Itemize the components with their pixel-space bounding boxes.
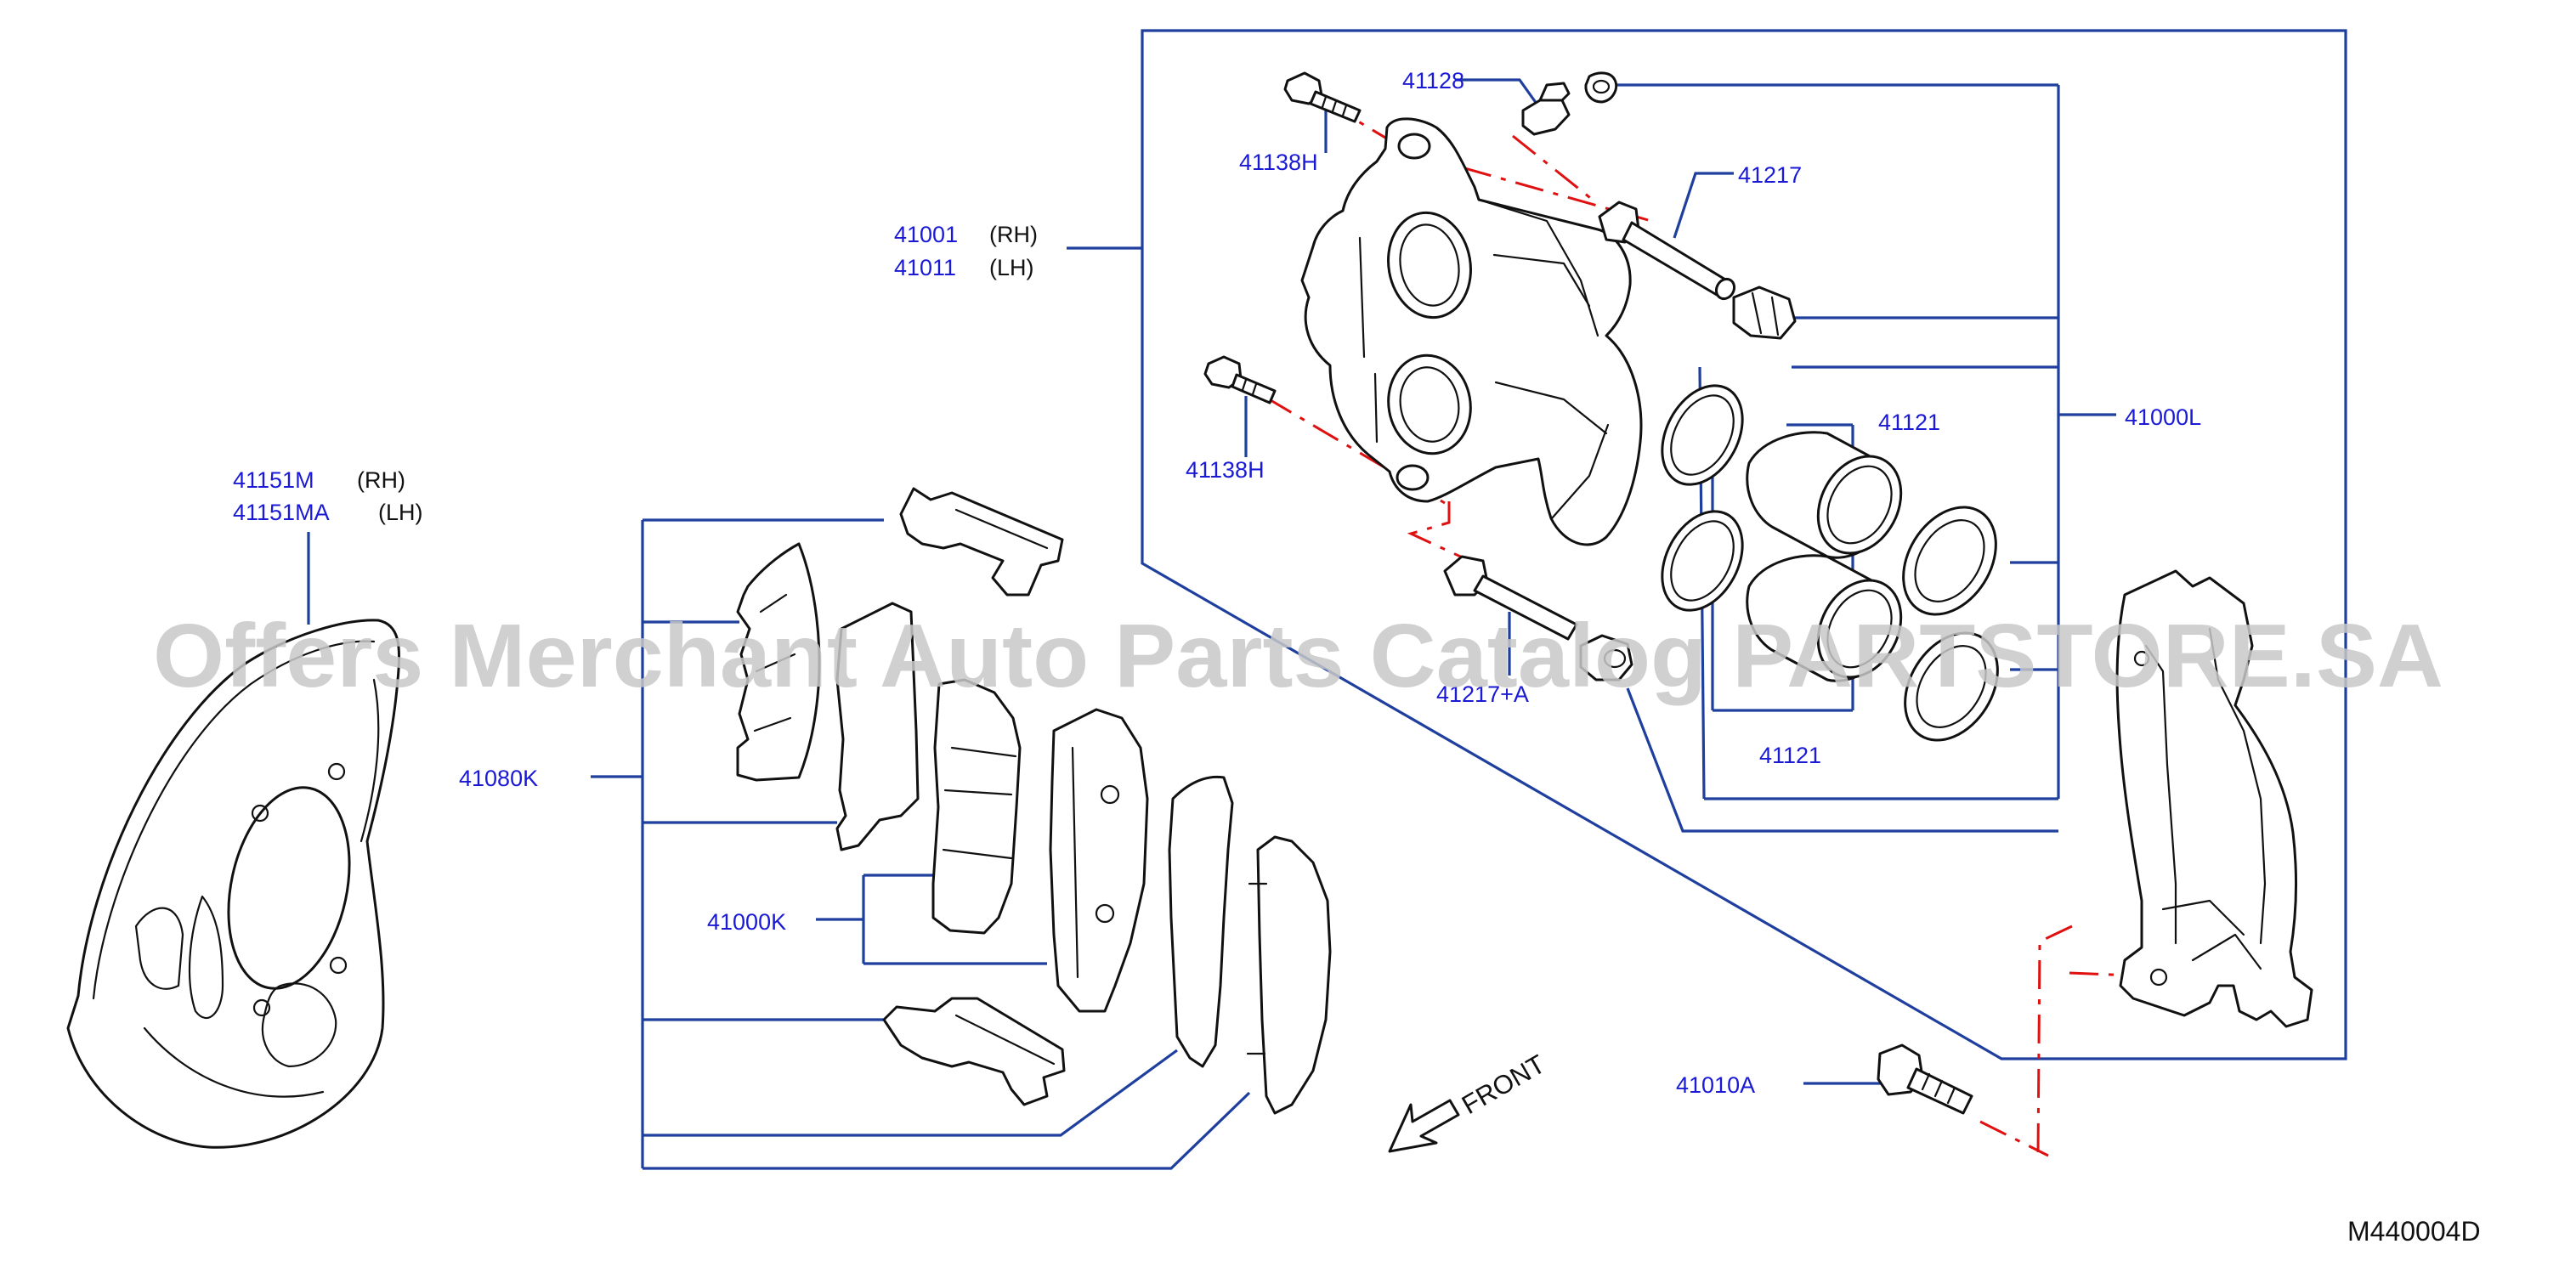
callout-41217a: 41217+A (1436, 681, 1529, 707)
callout-41128: 41128 (1402, 68, 1464, 93)
front-direction-indicator: FRONT (1388, 1049, 1550, 1153)
caliper-bracket (2115, 569, 2313, 1028)
callout-41010a: 41010A (1676, 1072, 1755, 1098)
callout-41138h-bottom: 41138H (1186, 457, 1265, 483)
callout-41217: 41217 (1738, 162, 1802, 188)
callout-41000k: 41000K (707, 909, 786, 935)
caliper-body (1300, 117, 1643, 546)
callout-41138h-top: 41138H (1239, 150, 1318, 175)
small-parts (1203, 71, 1999, 1115)
callout-41121-bottom: 41121 (1759, 743, 1821, 768)
front-label: FRONT (1457, 1049, 1550, 1120)
dust-shield (66, 619, 401, 1149)
front-arrow-icon (1388, 1099, 1460, 1153)
callout-41121-top: 41121 (1878, 410, 1940, 435)
watermark: Offers Merchant Auto Parts Catalog PARTS… (153, 606, 2443, 706)
callout-41011-side: (LH) (989, 255, 1034, 280)
callout-41080k: 41080K (459, 766, 538, 791)
part-callouts: 41128 41138H 41217 41001 (RH) 41011 (LH)… (233, 68, 2201, 1098)
callout-41151m: 41151M (233, 467, 314, 493)
callout-41001: 41001 (894, 222, 958, 247)
pad-hardware (736, 487, 1332, 1115)
callout-41001-side: (RH) (989, 222, 1038, 247)
callout-41011: 41011 (894, 255, 956, 280)
callout-41151m-side: (RH) (357, 467, 405, 493)
callout-41151ma: 41151MA (233, 500, 330, 525)
callout-41151ma-side: (LH) (378, 500, 423, 525)
diagram-reference-code: M440004D (2347, 1216, 2481, 1247)
callout-41000l: 41000L (2125, 404, 2201, 430)
